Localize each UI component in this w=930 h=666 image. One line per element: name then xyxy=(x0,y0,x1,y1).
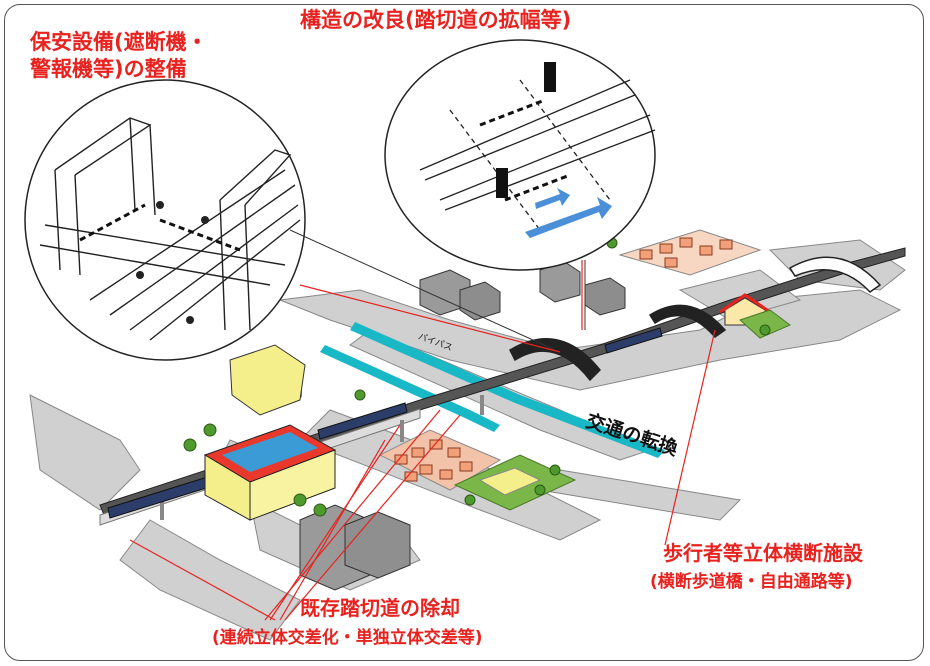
removal-sublabel: (連続立体交差化・単独立体交差等) xyxy=(212,628,483,648)
safety-label-line1: 保安設備(遮断機・ xyxy=(30,30,208,54)
magnified-crossing-safety xyxy=(24,79,556,361)
buildings xyxy=(229,261,771,591)
callout-lines xyxy=(129,260,716,621)
housing-areas xyxy=(183,229,791,517)
river xyxy=(320,322,665,458)
structure-label: 構造の改良(踏切道の拡幅等) xyxy=(300,8,572,32)
pedestrian-sublabel: (横断歩道橋・自由通路等) xyxy=(650,572,853,592)
overpass-bridge xyxy=(509,256,882,382)
magnified-crossing-widening xyxy=(384,39,656,330)
widening-arrows xyxy=(525,188,612,238)
pedestrian-label: 歩行者等立体横断施設 xyxy=(663,541,863,565)
safety-label-line2: 警報機等)の整備 xyxy=(30,57,187,81)
station-building xyxy=(203,375,337,521)
removal-label: 既存踏切道の除却 xyxy=(300,596,460,620)
